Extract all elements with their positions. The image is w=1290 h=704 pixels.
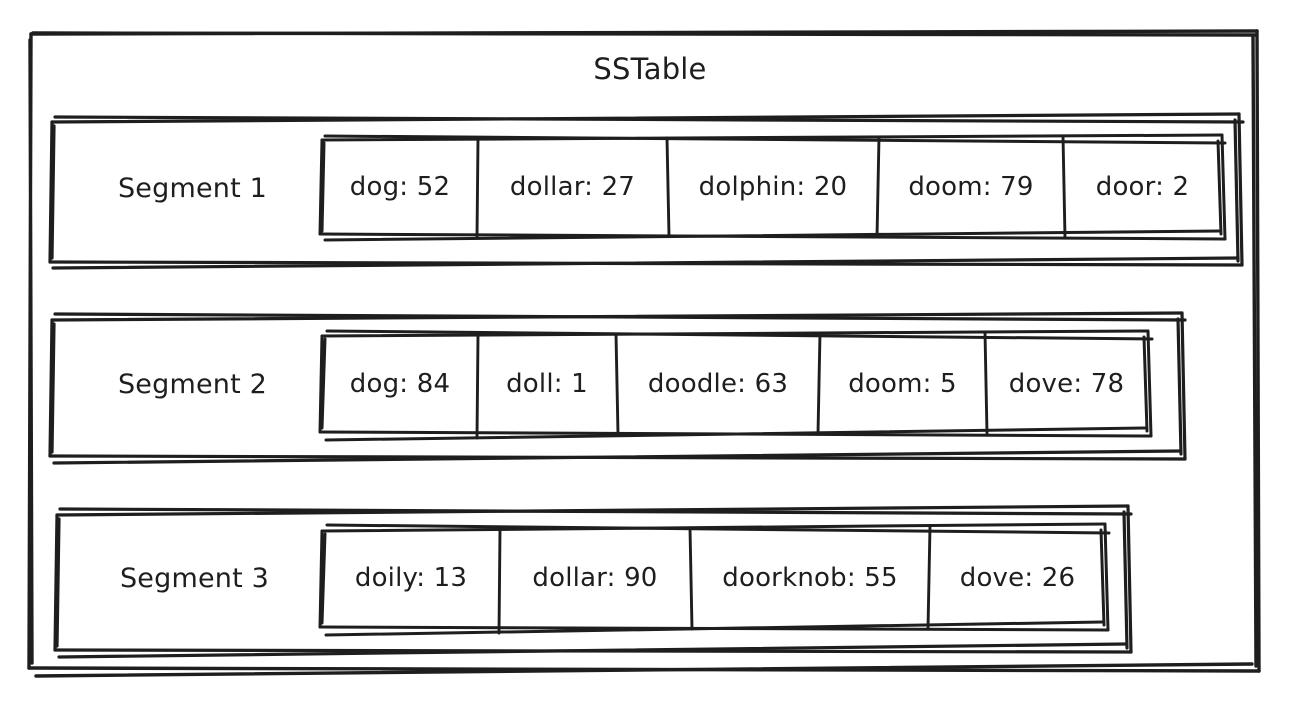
segment-3-label: Segment 3 — [119, 562, 270, 594]
segment-1-frame — [48, 112, 1245, 270]
segment-2-cell-0[interactable]: dog: 84 — [349, 369, 451, 399]
segment-3-cell-1[interactable]: dollar: 90 — [532, 563, 658, 593]
segment-1-cells-frame — [318, 133, 1227, 242]
segment-3-frame — [53, 504, 1133, 659]
segment-2-cells-frame — [318, 329, 1154, 442]
segment-3-row[interactable] — [55, 506, 1131, 654]
segment-2-cell-dividers — [475, 330, 989, 440]
segment-3-cell-0[interactable]: doily: 13 — [354, 563, 468, 593]
segment-2-cell-3[interactable]: doom: 5 — [848, 369, 957, 399]
diagram-title: SSTable — [593, 52, 707, 86]
segment-2-row[interactable] — [50, 313, 1185, 461]
segment-3-cell-3[interactable]: dove: 26 — [959, 563, 1076, 593]
segment-1-cell-0[interactable]: dog: 52 — [349, 172, 451, 202]
segment-1-cell-1[interactable]: dollar: 27 — [509, 172, 636, 202]
segment-1-label: Segment 1 — [117, 172, 268, 204]
segment-3-cell-dividers — [497, 524, 932, 635]
segment-2-cell-2[interactable]: doodle: 63 — [647, 369, 789, 399]
segment-3-cell-2[interactable]: doorknob: 55 — [722, 563, 898, 593]
segment-1-cell-dividers — [475, 134, 1067, 240]
segment-1-cell-2[interactable]: dolphin: 20 — [698, 172, 848, 202]
segment-1-row[interactable] — [50, 114, 1242, 266]
segment-2-label: Segment 2 — [117, 368, 268, 400]
segment-1-cell-4[interactable]: door: 2 — [1095, 172, 1190, 202]
sstable-outer-frame — [27, 29, 1261, 678]
segment-1-cell-3[interactable]: doom: 79 — [908, 172, 1034, 202]
segment-2-cell-1[interactable]: doll: 1 — [506, 369, 588, 399]
segment-2-frame — [48, 311, 1187, 465]
segment-3-cells-frame — [318, 522, 1111, 637]
segment-2-cell-4[interactable]: dove: 78 — [1008, 369, 1125, 399]
